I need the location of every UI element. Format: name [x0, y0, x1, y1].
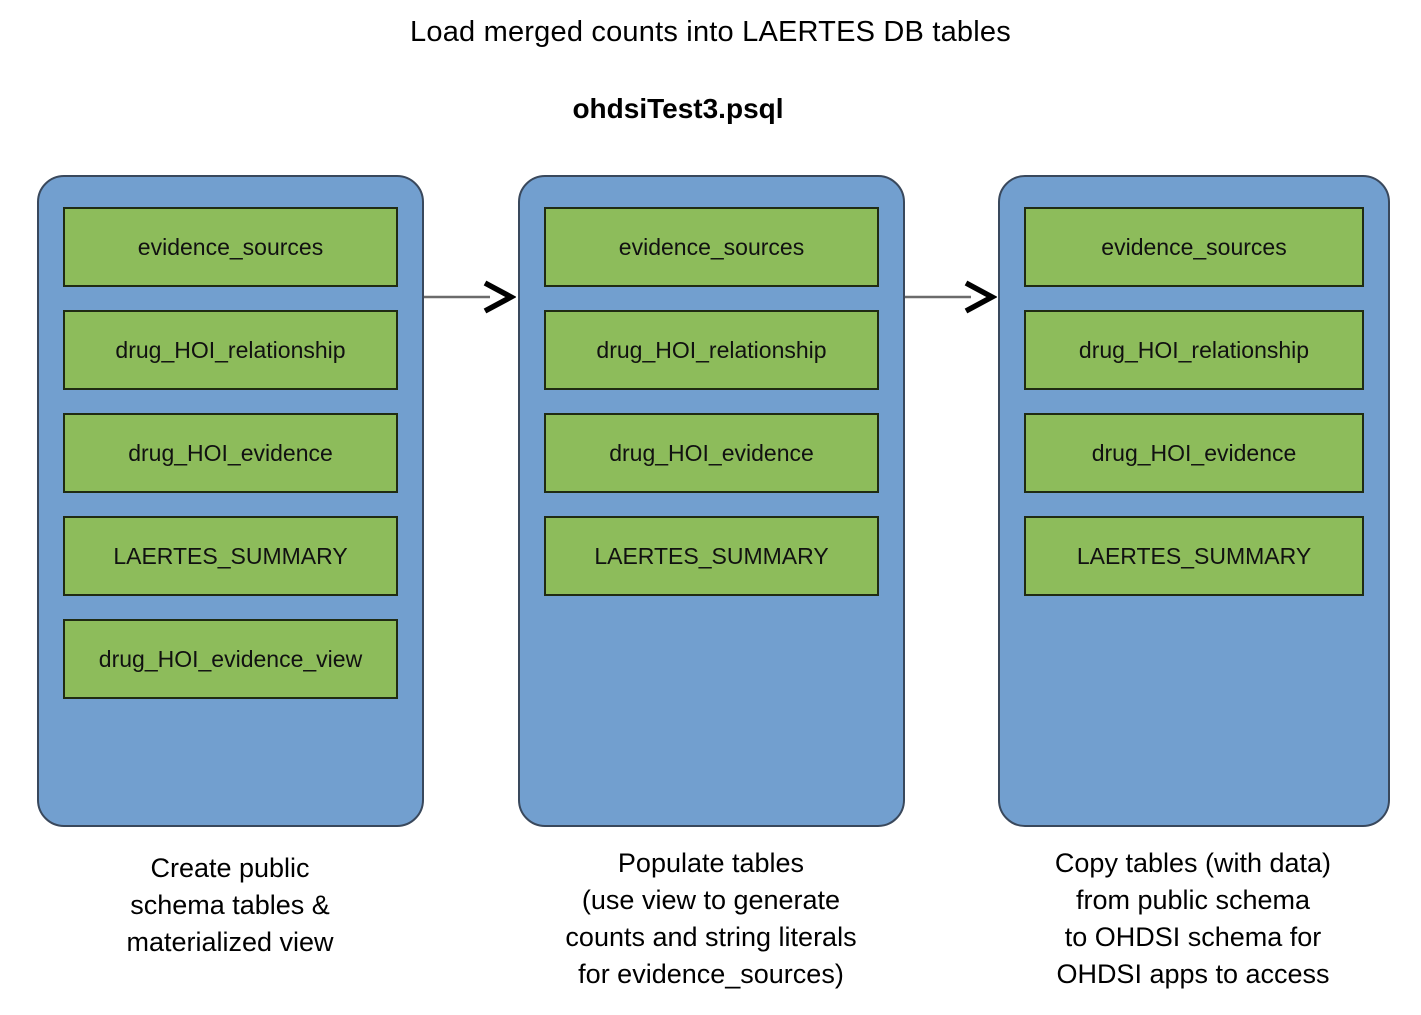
script-filename-subtitle: ohdsiTest3.psql [572, 93, 784, 124]
table-box-drug-hoi-evidence: drug_HOI_evidence [1024, 413, 1364, 493]
stage-caption-create: Create public schema tables & materializ… [126, 853, 334, 957]
stage-caption-copy: Copy tables (with data) from public sche… [1054, 848, 1332, 989]
table-box-drug-hoi-evidence: drug_HOI_evidence [544, 413, 879, 493]
table-box-evidence-sources: evidence_sources [1024, 207, 1364, 287]
table-box-drug-hoi-evidence-view: drug_HOI_evidence_view [63, 619, 398, 699]
table-box-drug-hoi-evidence: drug_HOI_evidence [63, 413, 398, 493]
table-box-laertes-summary: LAERTES_SUMMARY [544, 516, 879, 596]
table-box-laertes-summary: LAERTES_SUMMARY [1024, 516, 1364, 596]
stage-panel-create-tables: evidence_sources drug_HOI_relationship d… [37, 175, 424, 827]
stage-panel-copy-tables: evidence_sources drug_HOI_relationship d… [998, 175, 1390, 827]
table-box-drug-hoi-relationship: drug_HOI_relationship [544, 310, 879, 390]
table-box-evidence-sources: evidence_sources [63, 207, 398, 287]
table-box-drug-hoi-relationship: drug_HOI_relationship [1024, 310, 1364, 390]
right-arrow-icon [905, 280, 997, 314]
page-title: Load merged counts into LAERTES DB table… [410, 16, 1011, 48]
stage-caption-populate: Populate tables (use view to generate co… [565, 848, 857, 989]
right-arrow-icon [424, 280, 516, 314]
table-box-drug-hoi-relationship: drug_HOI_relationship [63, 310, 398, 390]
stage-panel-populate-tables: evidence_sources drug_HOI_relationship d… [518, 175, 905, 827]
table-box-laertes-summary: LAERTES_SUMMARY [63, 516, 398, 596]
table-box-evidence-sources: evidence_sources [544, 207, 879, 287]
